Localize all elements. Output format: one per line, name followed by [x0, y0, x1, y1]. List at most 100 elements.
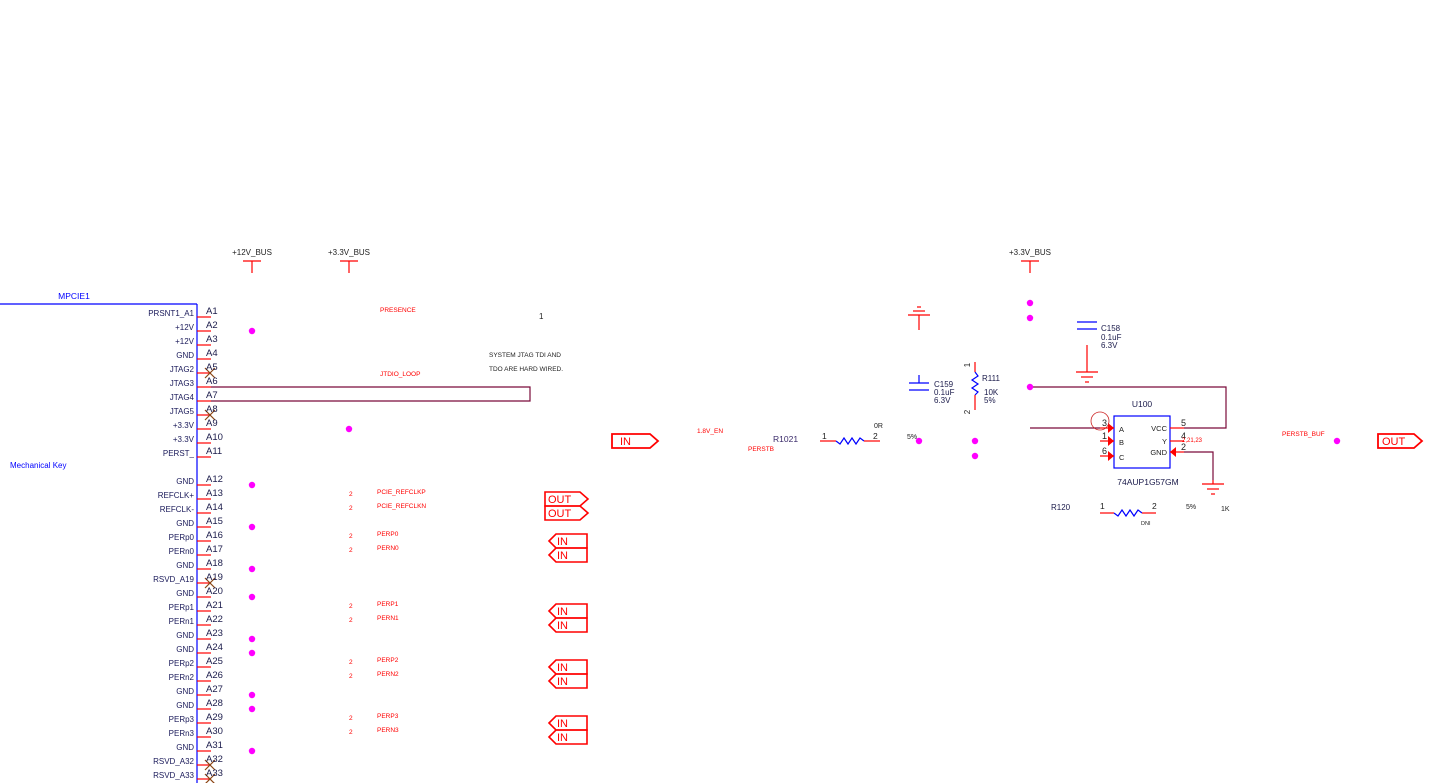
junction-dot	[971, 452, 979, 460]
r120-pin2: 2	[1152, 501, 1157, 511]
offpage-page-ref: 2	[349, 603, 353, 610]
connector-pin-number: A12	[206, 474, 223, 485]
connector-pin-number: A17	[206, 544, 223, 555]
connector-pin-number: A29	[206, 712, 223, 723]
connector-pin-name: GND	[176, 631, 194, 640]
connector-pin-number: A14	[206, 502, 223, 513]
wire	[211, 386, 531, 402]
offpage-connector-in[interactable]: IN	[547, 673, 588, 689]
c158-refdes: C158	[1101, 324, 1121, 333]
connector-pin-name: PERp3	[169, 715, 195, 724]
offpage-connector-in[interactable]: IN	[547, 659, 588, 675]
connector-pin-name: GND	[176, 589, 194, 598]
offpage-dir: IN	[557, 550, 568, 562]
offpage-connector-in[interactable]: IN	[547, 729, 588, 745]
u100-pin-name: B	[1119, 438, 1124, 447]
r111-refdes: R111	[982, 374, 1000, 383]
offpage-shape	[544, 505, 590, 521]
connector-pin-number: A9	[206, 418, 218, 429]
offpage-dir: IN	[557, 718, 568, 730]
net-label: PERN2	[377, 671, 399, 678]
connector-pin-number: A6	[206, 376, 218, 387]
offpage-connector-in[interactable]: IN	[547, 603, 588, 619]
connector-pin-name: RSVD_A19	[153, 575, 194, 584]
u100-pin-number: 2	[1181, 442, 1186, 452]
connector-pin-name: PRSNT1_A1	[148, 309, 194, 318]
connector-pin-name: GND	[176, 561, 194, 570]
net-label-jtdio-loop: JTDIO_LOOP	[380, 371, 420, 378]
connector-pin-number: A31	[206, 740, 223, 751]
connector-pin-name: GND	[176, 477, 194, 486]
offpage-shape	[547, 715, 588, 731]
connector-pin-number: A7	[206, 390, 218, 401]
r120-pin1: 1	[1100, 501, 1105, 511]
offpage-dir: OUT	[548, 508, 572, 520]
offpage-dir: IN	[557, 662, 568, 674]
no-connect-icon	[204, 409, 216, 421]
offpage-shape	[547, 659, 588, 675]
net-label: PERP2	[377, 657, 399, 664]
r120-dni-note: DNI	[1141, 521, 1151, 527]
y-page-refs: 2,21,23	[1182, 438, 1203, 444]
u100-pin-arrow-icon	[1170, 447, 1176, 457]
c159-refdes: C159	[934, 380, 954, 389]
port-label: OUT	[1382, 436, 1406, 448]
connector-pin-number: A25	[206, 656, 223, 667]
offpage-connector-in[interactable]: IN	[547, 533, 588, 549]
wire	[1030, 386, 1227, 429]
net-label: PERN1	[377, 615, 399, 622]
wires	[211, 386, 1227, 480]
connector-pin-number: A18	[206, 558, 223, 569]
offpage-dir: OUT	[548, 494, 572, 506]
offpage-connector-out[interactable]: OUT	[544, 505, 590, 521]
offpage-shape	[547, 603, 588, 619]
u100-pin-arrow-icon	[1108, 436, 1114, 446]
junction-dot	[1026, 383, 1034, 391]
no-connect-icon	[204, 759, 216, 771]
junction-dot	[248, 747, 256, 755]
note-line-1: SYSTEM JTAG TDI AND	[489, 352, 561, 359]
net-label-perstb: PERSTB	[748, 446, 774, 453]
connector-pin-number: A26	[206, 670, 223, 681]
r111-pin2: 2	[963, 409, 972, 414]
connector-pin-name: JTAG3	[170, 379, 195, 388]
u100-refdes: U100	[1132, 399, 1153, 409]
offpage-dir: IN	[557, 732, 568, 744]
net-label: PERN3	[377, 727, 399, 734]
connector-pin-name: PERp1	[169, 603, 195, 612]
junction-dot	[915, 437, 923, 445]
offpage-connector-in[interactable]: IN	[547, 617, 588, 633]
connector-pin-name: GND	[176, 351, 194, 360]
connector-pin-number: A27	[206, 684, 223, 695]
port-buf-out[interactable]: OUT	[1377, 433, 1424, 449]
connector-pin-number: A24	[206, 642, 223, 653]
junction-dot	[248, 593, 256, 601]
r111-pin1: 1	[963, 362, 972, 367]
junction-dot	[1026, 314, 1034, 322]
net-label: PERN0	[377, 545, 399, 552]
connector-pin-number: A16	[206, 530, 223, 541]
offpage-connector-in[interactable]: IN	[547, 715, 588, 731]
connector-pin-name: JTAG5	[170, 407, 195, 416]
junction-dot	[248, 481, 256, 489]
offpage-connector-in[interactable]: IN	[547, 547, 588, 563]
connector-pin-number: A33	[206, 768, 223, 779]
junction-dot	[1333, 437, 1341, 445]
junction-dot	[248, 705, 256, 713]
offpage-page-ref: 2	[349, 715, 353, 722]
junction-dot	[248, 523, 256, 531]
port-en-in[interactable]: IN	[611, 433, 660, 449]
presence-page-ref: 1	[539, 312, 544, 321]
offpage-page-ref: 2	[349, 729, 353, 736]
connector-pin-name: PERp0	[169, 533, 195, 542]
connector-pin-number: A28	[206, 698, 223, 709]
connector-pin-name: GND	[176, 743, 194, 752]
junction-dot	[1026, 299, 1034, 307]
offpage-page-ref: 2	[349, 547, 353, 554]
u100-pin-number: 1	[1102, 431, 1107, 441]
net-label: PERP3	[377, 713, 399, 720]
connector-pin-name: GND	[176, 519, 194, 528]
offpage-connector-out[interactable]: OUT	[544, 491, 590, 507]
junction-dot	[248, 691, 256, 699]
c159-voltage: 6.3V	[934, 396, 951, 405]
